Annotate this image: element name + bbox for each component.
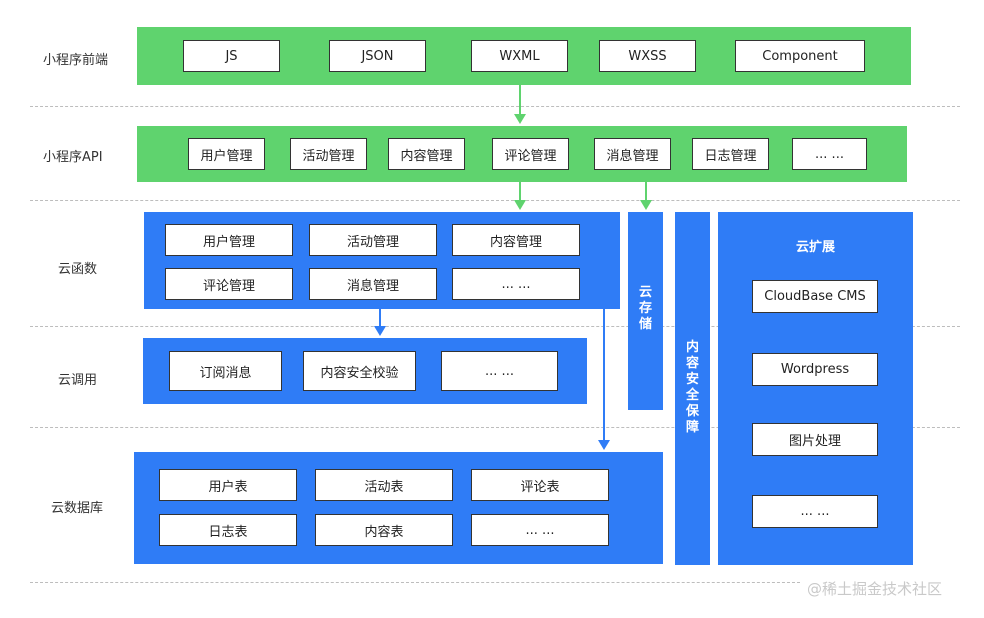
functions-user-box: 用户管理	[165, 224, 293, 256]
separator-2	[30, 200, 960, 201]
separator-4	[30, 427, 960, 428]
api-comment-box: 评论管理	[492, 138, 569, 170]
row-label-database: 云数据库	[51, 501, 104, 516]
api-more-box: ... ...	[792, 138, 867, 170]
separator-1	[30, 106, 960, 107]
security-column	[675, 212, 710, 565]
invoke-more-box: ... ...	[441, 351, 558, 391]
storage-label: 云存储	[639, 285, 653, 332]
functions-activity-box: 活动管理	[309, 224, 437, 256]
functions-more-box: ... ...	[452, 268, 580, 300]
api-message-box: 消息管理	[594, 138, 671, 170]
database-user-table-box: 用户表	[159, 469, 297, 501]
database-comment-table-box: 评论表	[471, 469, 609, 501]
database-log-table-box: 日志表	[159, 514, 297, 546]
separator-5	[30, 582, 800, 583]
frontend-wxss-box: WXSS	[599, 40, 696, 72]
extension-title: 云扩展	[795, 240, 835, 255]
functions-content-box: 内容管理	[452, 224, 580, 256]
api-user-box: 用户管理	[188, 138, 265, 170]
storage-column	[628, 212, 663, 410]
row-label-invoke: 云调用	[58, 373, 98, 388]
invoke-security-check-box: 内容安全校验	[303, 351, 416, 391]
database-more-box: ... ...	[471, 514, 609, 546]
row-label-functions: 云函数	[58, 262, 98, 277]
separator-3	[30, 326, 960, 327]
extension-cms-box: CloudBase CMS	[752, 280, 878, 313]
extension-image-box: 图片处理	[752, 423, 878, 456]
api-log-box: 日志管理	[692, 138, 769, 170]
api-content-box: 内容管理	[388, 138, 465, 170]
row-label-frontend: 小程序前端	[43, 53, 109, 68]
functions-comment-box: 评论管理	[165, 268, 293, 300]
frontend-js-box: JS	[183, 40, 280, 72]
database-activity-table-box: 活动表	[315, 469, 453, 501]
api-activity-box: 活动管理	[290, 138, 367, 170]
arrow-functions-to-invoke	[374, 309, 386, 336]
watermark: @稀土掘金技术社区	[807, 580, 943, 598]
invoke-subscribe-box: 订阅消息	[169, 351, 282, 391]
security-label: 内容安全保障	[686, 340, 700, 435]
arrow-api-to-storage	[640, 182, 652, 210]
arrow-api-to-functions	[514, 182, 526, 210]
frontend-json-box: JSON	[329, 40, 426, 72]
arrow-frontend-to-api	[514, 85, 526, 124]
extension-more-box: ... ...	[752, 495, 878, 528]
functions-message-box: 消息管理	[309, 268, 437, 300]
frontend-wxml-box: WXML	[471, 40, 568, 72]
extension-wordpress-box: Wordpress	[752, 353, 878, 386]
frontend-component-box: Component	[735, 40, 865, 72]
row-label-api: 小程序API	[43, 150, 103, 165]
database-content-table-box: 内容表	[315, 514, 453, 546]
arrow-functions-to-database	[598, 309, 610, 450]
